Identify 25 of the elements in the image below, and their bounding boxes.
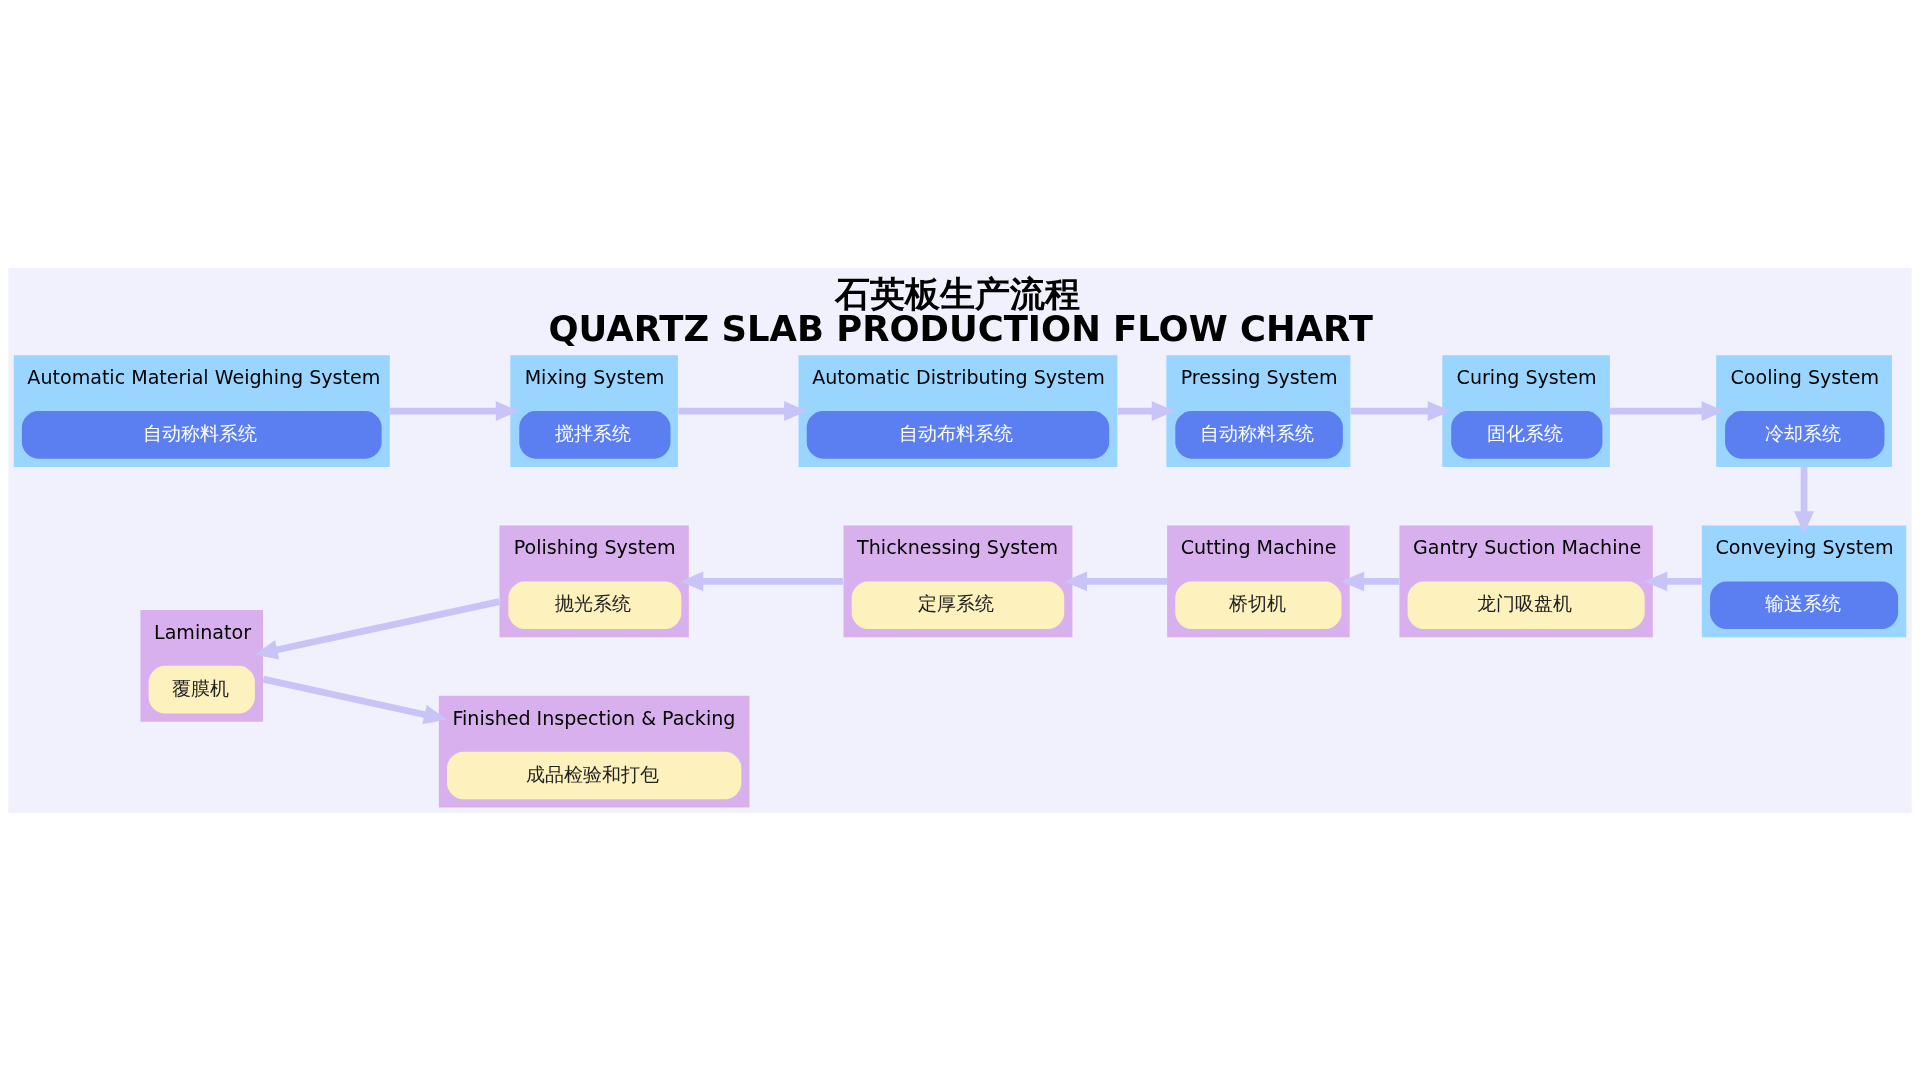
arrow: [1644, 570, 1702, 591]
node-box: Curing System 固化系统: [1442, 354, 1610, 467]
node-box: Gantry Suction Machine 龙门吸盘机: [1399, 525, 1653, 637]
node-box: Automatic Material Weighing System 自动称料系统: [13, 354, 390, 467]
node-box: Automatic Distributing System 自动布料系统: [798, 354, 1118, 467]
node-box: Mixing System 搅拌系统: [510, 354, 678, 467]
arrow: [1064, 570, 1168, 591]
arrow: [680, 570, 843, 591]
node-box: Cutting Machine 桥切机: [1167, 525, 1350, 637]
arrow: [390, 400, 519, 421]
node-box: Finished Inspection & Packing 成品检验和打包: [438, 695, 750, 808]
node-box: Polishing System 抛光系统: [499, 525, 689, 637]
node-box: Thicknessing System 定厚系统: [843, 525, 1073, 637]
node-box: Cooling System 冷却系统: [1716, 354, 1892, 467]
arrow: [1794, 466, 1815, 534]
arrow: [1610, 400, 1725, 421]
arrow: [1341, 570, 1400, 591]
node-box: Conveying System 输送系统: [1701, 525, 1907, 637]
node-box: Pressing System 自动称料系统: [1166, 354, 1351, 467]
node-box: Laminator 覆膜机: [140, 609, 264, 722]
arrow: [254, 597, 500, 660]
arrow: [678, 400, 807, 421]
arrow: [262, 675, 447, 724]
arrow: [1117, 400, 1175, 421]
arrow: [1350, 400, 1451, 421]
